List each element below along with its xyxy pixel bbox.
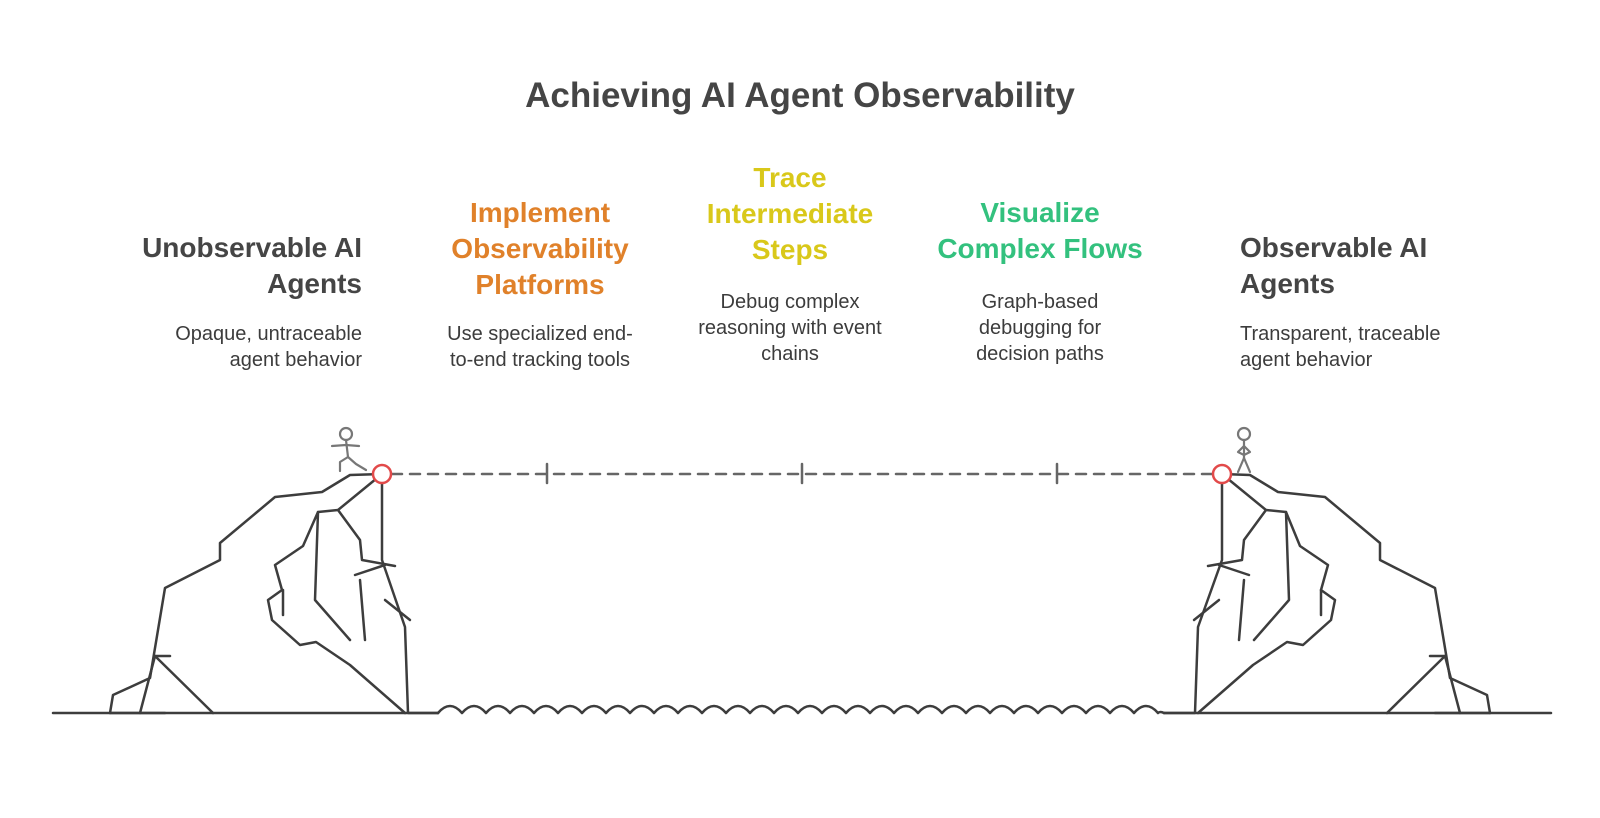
step2-desc-line1: Debug complex: [720, 291, 860, 313]
start-heading-line1: Unobservable AI: [142, 232, 362, 263]
walking-person-icon: [330, 426, 368, 473]
step2-desc-line2: reasoning with event: [698, 317, 882, 339]
step2-heading-line3: Steps: [751, 234, 829, 265]
step3-heading-line2: Complex Flows: [937, 233, 1143, 264]
water-waves: [436, 704, 1166, 715]
step1-description: Use specialized end- to-end tracking too…: [400, 321, 680, 373]
step1-desc-line2: to-end tracking tools: [449, 349, 631, 371]
step3-desc-line3: decision paths: [976, 343, 1104, 365]
step3-desc-line1: Graph-based: [981, 291, 1099, 313]
left-cliff: [108, 472, 440, 715]
step1-heading: Implement Observability Platforms: [400, 195, 680, 303]
end-marker-icon: [1211, 463, 1233, 485]
standing-person-icon: [1236, 426, 1252, 474]
end-description: Transparent, traceable agent behavior: [1240, 321, 1440, 373]
step3-description: Graph-based debugging for decision paths: [900, 289, 1180, 367]
start-desc-line1: Opaque, untraceable: [175, 323, 362, 345]
start-heading: Unobservable AI Agents: [142, 230, 362, 302]
step2-description: Debug complex reasoning with event chain…: [650, 289, 930, 367]
step1-desc-line1: Use specialized end-: [447, 323, 633, 345]
end-heading-line1: Observable AI: [1240, 232, 1428, 263]
step3-desc-line2: debugging for: [978, 317, 1102, 339]
step1-heading-line1: Implement: [469, 197, 611, 228]
end-heading-line2: Agents: [1240, 268, 1335, 299]
step3-heading-line1: Visualize: [980, 197, 1100, 228]
step1-heading-line2: Observability: [451, 233, 629, 264]
start-marker-icon: [371, 463, 393, 485]
step1-heading-line3: Platforms: [475, 269, 605, 300]
end-heading: Observable AI Agents: [1240, 230, 1427, 302]
right-cliff: [1162, 472, 1492, 715]
step2-heading-line2: Intermediate: [706, 198, 874, 229]
diagram-title: Achieving AI Agent Observability: [525, 76, 1075, 115]
step2-heading-line1: Trace: [753, 162, 827, 193]
step2-heading: Trace Intermediate Steps: [650, 160, 930, 268]
step2-desc-line3: chains: [761, 343, 819, 365]
end-desc-line2: agent behavior: [1240, 349, 1373, 371]
start-heading-line2: Agents: [267, 268, 362, 299]
end-desc-line1: Transparent, traceable: [1240, 323, 1441, 345]
start-desc-line2: agent behavior: [229, 349, 362, 371]
start-description: Opaque, untraceable agent behavior: [175, 321, 362, 373]
step3-heading: Visualize Complex Flows: [900, 195, 1180, 267]
